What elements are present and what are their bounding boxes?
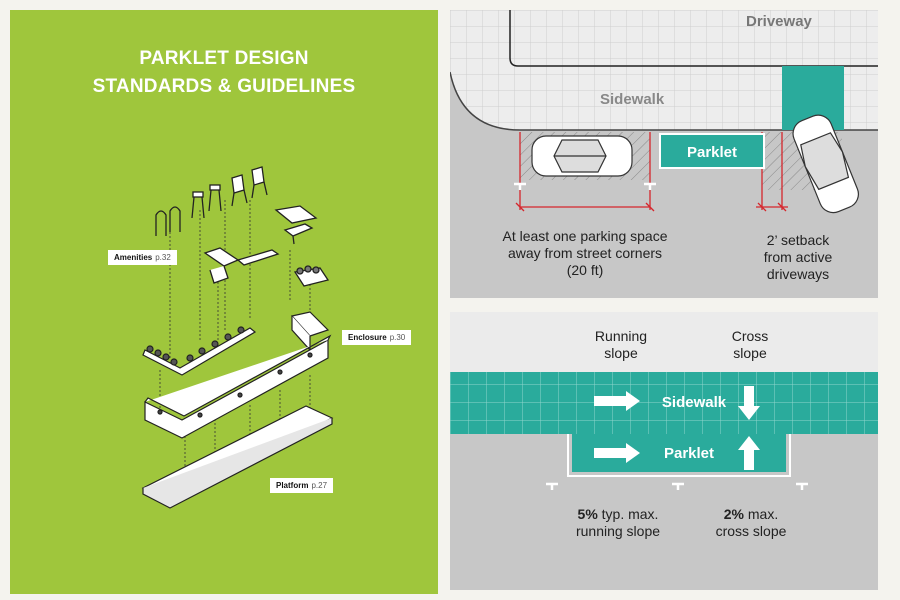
parked-car [531, 135, 633, 177]
cross-slope-label: Cross slope [731, 328, 769, 361]
cover-title-line1: PARKLET DESIGN [139, 48, 309, 69]
running-slope-caption: 5% typ. max. running slope [575, 506, 661, 539]
running-slope-arrow-parklet [594, 443, 640, 463]
cross-slope-caption: 2% max. cross slope [715, 506, 787, 539]
enclosure-wall [144, 334, 332, 439]
parklet-box [659, 133, 765, 169]
setback-diagram: Driveway Sidewalk Parklet At least one p… [450, 10, 878, 298]
enclosure-planters [142, 311, 330, 376]
slope-diagram: Sidewalk Parklet Running slope Cross slo… [450, 312, 878, 590]
cross-slope-arrow-down [738, 386, 760, 420]
parking-space-caption: At least one parking space away from str… [502, 228, 668, 278]
sidewalk-label: Sidewalk [662, 394, 727, 411]
platform-slab [141, 405, 334, 509]
cover-title-line2: STANDARDS & GUIDELINES [92, 76, 356, 97]
parklet-label: Parklet [664, 445, 714, 462]
amenity-furniture [155, 166, 330, 287]
cover-panel: PARKLET DESIGN STANDARDS & GUIDELINES [10, 10, 438, 594]
wheel-stops [514, 182, 656, 190]
slope-arrows [594, 386, 760, 470]
cross-slope-arrow-up [738, 436, 760, 470]
running-slope-arrow-sidewalk [594, 391, 640, 411]
driveway-setback-caption: 2’ setback from active driveways [763, 232, 833, 282]
parklet-exploded-illustration [141, 166, 334, 509]
sidewalk-label: Sidewalk [600, 91, 665, 108]
driveway-car [792, 114, 860, 214]
driveway-label: Driveway [746, 13, 813, 30]
wheel-stops [546, 482, 808, 490]
running-slope-label: Running slope [594, 328, 648, 361]
parklet-label: Parklet [687, 144, 737, 161]
